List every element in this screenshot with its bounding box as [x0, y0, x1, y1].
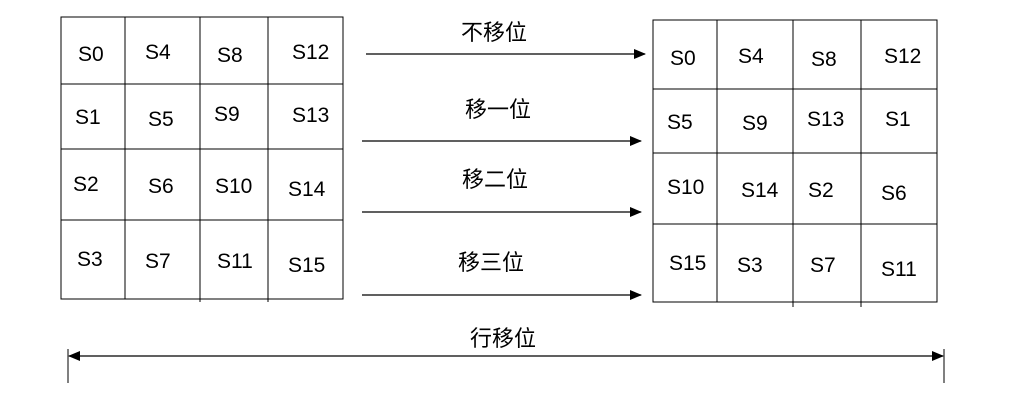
right-cell-r0-c1: S4	[738, 45, 764, 68]
left-cell-r2-c0: S2	[73, 173, 99, 196]
row-arrow-label-1: 移一位	[465, 97, 531, 122]
right-cell-r3-c0: S15	[669, 252, 706, 275]
row-arrow-1: 移一位	[362, 97, 642, 146]
row-arrow-2: 移二位	[362, 167, 642, 217]
right-cell-r1-c2: S13	[807, 108, 844, 131]
left-matrix-border	[60, 16, 344, 300]
right-matrix-border	[652, 19, 938, 303]
left-cell-r0-c2: S8	[217, 44, 243, 67]
left-cell-r1-c1: S5	[148, 108, 174, 131]
right-cell-r0-c0: S0	[670, 47, 696, 70]
right-cell-r2-c1: S14	[741, 179, 779, 202]
left-cell-r1-c2: S9	[214, 103, 240, 126]
right-cell-r2-c2: S2	[808, 179, 834, 202]
left-cell-r0-c3: S12	[292, 41, 329, 64]
left-cell-r2-c3: S14	[288, 178, 326, 201]
right-cell-r1-c0: S5	[667, 111, 693, 134]
right-cell-r0-c2: S8	[811, 48, 837, 71]
row-arrow-0: 不移位	[366, 20, 646, 59]
right-cell-r2-c0: S10	[667, 176, 704, 199]
left-cell-r1-c0: S1	[75, 106, 101, 129]
right-cell-r2-c3: S6	[881, 182, 907, 205]
row-arrows: 不移位 移一位 移二位 移三位	[362, 20, 646, 300]
left-cell-r3-c0: S3	[77, 248, 103, 271]
left-cell-r2-c1: S6	[148, 175, 174, 198]
left-cell-r3-c1: S7	[145, 250, 171, 273]
row-arrow-label-2: 移二位	[462, 167, 528, 192]
left-cell-r0-c1: S4	[145, 41, 171, 64]
right-cell-r1-c1: S9	[742, 112, 768, 135]
row-arrow-label-0: 不移位	[461, 20, 527, 45]
left-cell-r2-c2: S10	[215, 175, 252, 198]
right-matrix: S0 S4 S8 S12 S5 S9 S13 S1 S10 S14 S2 S6 …	[652, 19, 938, 307]
right-cell-r3-c2: S7	[810, 254, 836, 277]
bottom-span-label: 行移位	[470, 326, 536, 351]
right-cell-r3-c1: S3	[737, 254, 763, 277]
right-cell-r3-c3: S11	[881, 258, 917, 281]
right-cell-r1-c3: S1	[885, 108, 911, 131]
left-matrix: S0 S4 S8 S12 S1 S5 S9 S13 S2 S6 S10 S14 …	[60, 16, 344, 302]
right-cell-r0-c3: S12	[884, 45, 921, 68]
row-arrow-3: 移三位	[362, 250, 642, 300]
left-cell-r3-c3: S15	[288, 254, 325, 277]
left-cell-r3-c2: S11	[217, 250, 253, 273]
row-arrow-label-3: 移三位	[458, 250, 524, 275]
left-cell-r0-c0: S0	[78, 43, 104, 66]
bottom-span: 行移位	[67, 326, 945, 383]
left-cell-r1-c3: S13	[292, 104, 329, 127]
